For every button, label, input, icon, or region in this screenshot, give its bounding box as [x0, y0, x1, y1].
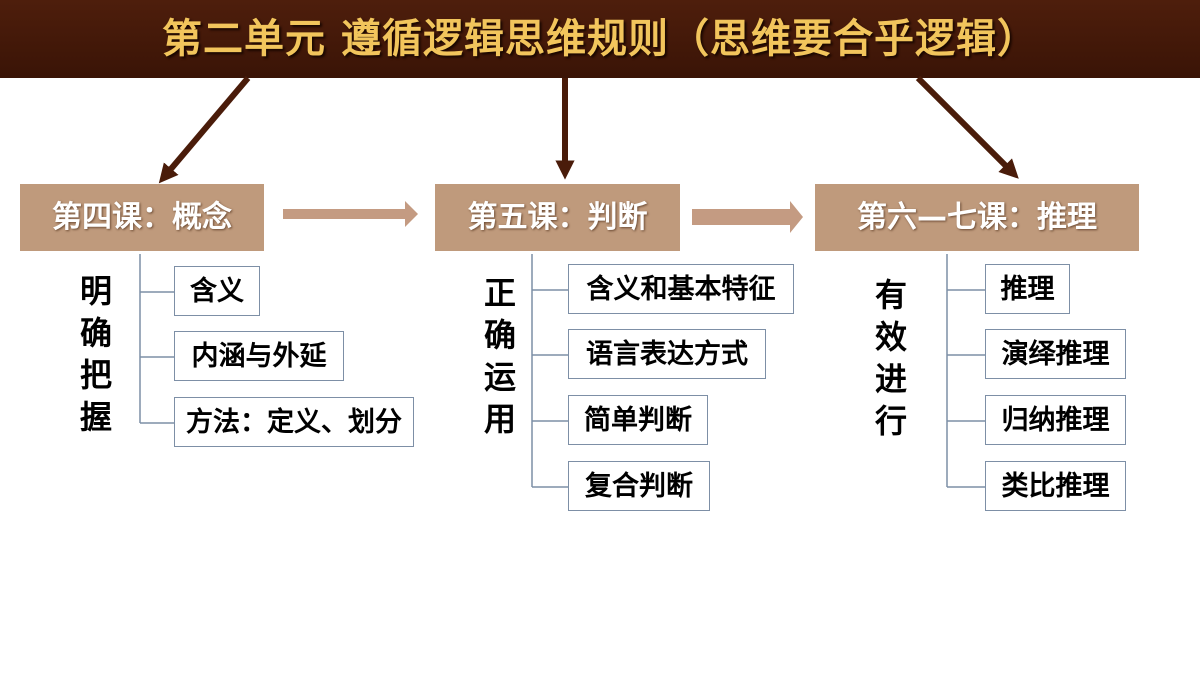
title-banner [0, 0, 1200, 78]
goal-char: 确 [79, 314, 112, 352]
lesson-5-item: 语言表达方式 [568, 329, 766, 379]
lesson-6-7-goal: 有 效 进 行 [871, 274, 911, 442]
lesson-6-7-item: 演绎推理 [985, 329, 1126, 379]
goal-char: 进 [874, 360, 907, 398]
tree-lines-lesson5 [531, 254, 568, 488]
goal-char: 运 [483, 358, 516, 396]
tree-lines-lesson4 [139, 254, 174, 424]
lesson-6-7-item: 推理 [985, 264, 1070, 314]
lesson-5-item: 简单判断 [568, 395, 708, 445]
lesson-4-item: 含义 [174, 266, 260, 316]
goal-char: 行 [874, 402, 907, 440]
goal-char: 有 [874, 276, 907, 314]
goal-char: 确 [483, 316, 516, 354]
goal-char: 正 [483, 274, 516, 312]
goal-char: 握 [79, 398, 112, 436]
lesson-6-7-item: 类比推理 [985, 461, 1126, 511]
lesson-4-item: 方法：定义、划分 [174, 397, 414, 447]
lesson-5-item: 含义和基本特征 [568, 264, 794, 314]
arrow-lesson4-to-lesson5 [283, 201, 418, 227]
arrow-lesson5-to-lesson6 [692, 201, 803, 233]
goal-char: 把 [79, 356, 112, 394]
lesson-5-box: 第五课：判断 [435, 184, 680, 251]
lesson-4-item: 内涵与外延 [174, 331, 344, 381]
lesson-5-item: 复合判断 [568, 461, 710, 511]
lesson-5-goal: 正 确 运 用 [480, 272, 520, 440]
goal-char: 用 [483, 400, 516, 438]
lesson-6-7-item: 归纳推理 [985, 395, 1126, 445]
goal-char: 明 [79, 272, 112, 310]
lesson-6-7-box: 第六—七课：推理 [815, 184, 1139, 251]
unit-title: 第二单元 遵循逻辑思维规则（思维要合乎逻辑） [162, 16, 1038, 62]
arrow-title-to-lesson6 [915, 75, 1019, 179]
lesson-4-box: 第四课：概念 [20, 184, 264, 251]
goal-char: 效 [874, 318, 907, 356]
lesson-4-goal: 明 确 把 握 [76, 270, 116, 438]
tree-lines-lesson6 [946, 254, 985, 488]
arrow-title-to-lesson4 [158, 76, 251, 184]
